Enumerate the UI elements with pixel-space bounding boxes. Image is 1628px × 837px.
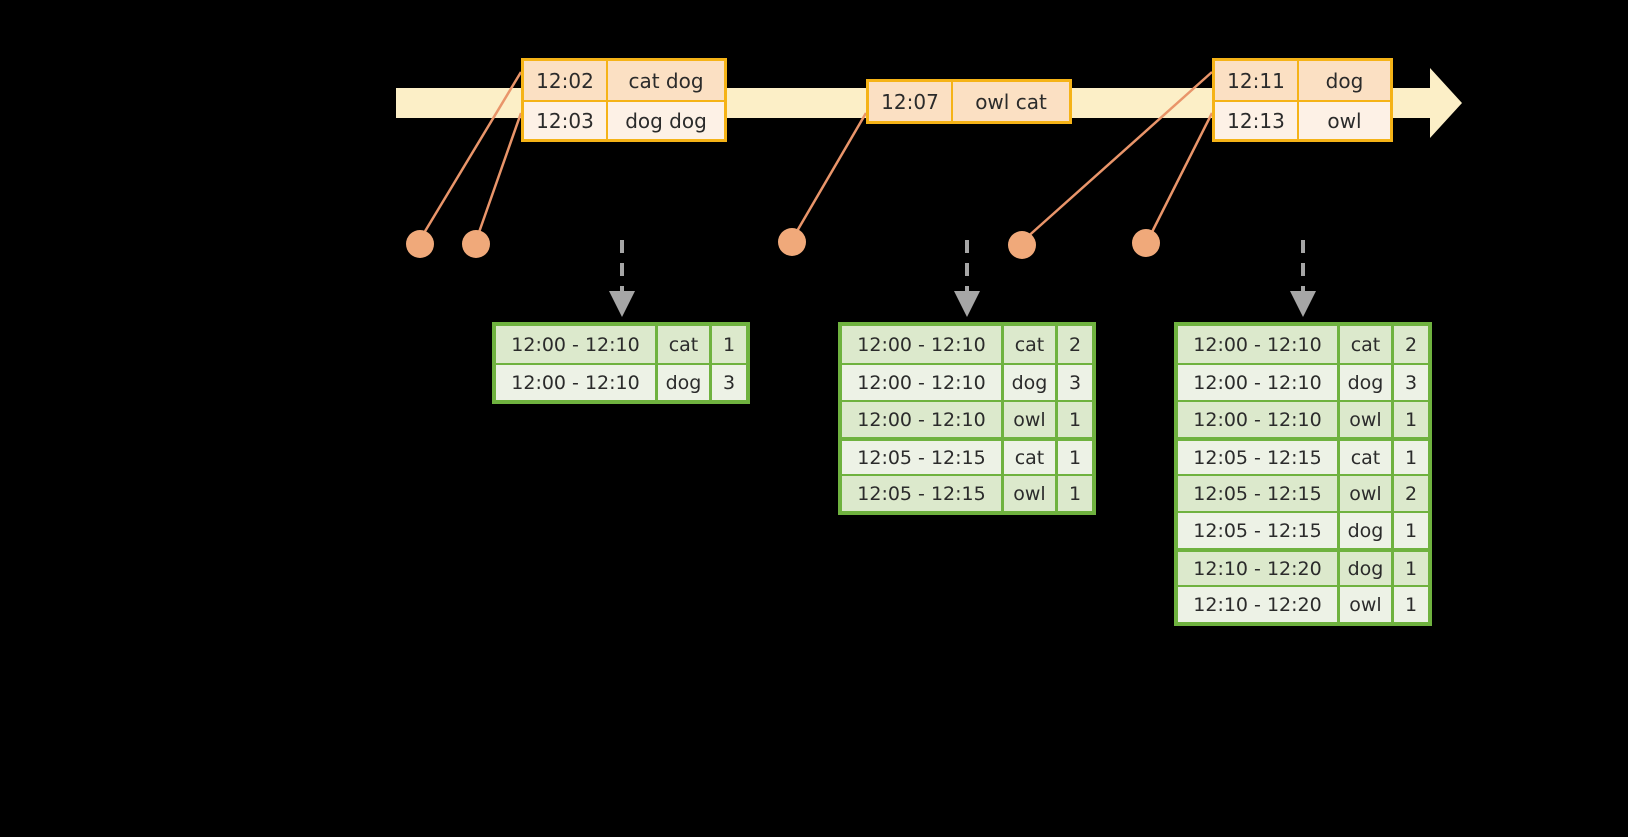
cell-window: 12:05 - 12:15: [842, 441, 1004, 474]
cell-key: cat: [1340, 441, 1394, 474]
cell-key: cat: [658, 326, 712, 363]
cell-count: 2: [1068, 333, 1082, 356]
cell-count: 2: [1404, 333, 1418, 356]
flow-arrow-3: [1290, 240, 1316, 317]
cell-count: 3: [1068, 371, 1082, 394]
cell-window: 12:05 - 12:15: [1178, 441, 1340, 474]
cell-window: 12:00 - 12:10: [842, 365, 1004, 400]
flow-arrow-1: [609, 240, 635, 317]
cell-count: 1: [1404, 557, 1418, 580]
cell-key: owl: [1004, 402, 1058, 437]
cell-key: dog: [1340, 513, 1394, 548]
event-row: 12:07 owl cat: [869, 82, 1069, 121]
cell-window: 12:10 - 12:20: [1178, 552, 1340, 585]
event-row: 12:11 dog: [1215, 61, 1390, 100]
event-time: 12:02: [524, 61, 608, 100]
cell-key: dog: [1340, 365, 1394, 400]
event-time: 12:07: [869, 82, 953, 121]
event-time: 12:13: [1215, 102, 1299, 139]
cell-window: 12:00 - 12:10: [496, 326, 658, 363]
cell-window: 12:00 - 12:10: [1178, 402, 1340, 437]
cell-count: 3: [1404, 371, 1418, 394]
event-text: owl: [1327, 108, 1362, 133]
cell-key: dog: [658, 365, 712, 400]
cell-count: 1: [722, 333, 736, 356]
event-row: 12:13 owl: [1215, 100, 1390, 139]
cell-window: 12:10 - 12:20: [1178, 587, 1340, 622]
cell-count: 1: [1404, 519, 1418, 542]
event-group-2: 12:07 owl cat: [866, 79, 1072, 124]
marker-dot-1: [406, 230, 434, 258]
cell-key: dog: [1004, 365, 1058, 400]
marker-dot-5: [1132, 229, 1160, 257]
event-row: 12:02 cat dog: [524, 61, 724, 100]
cell-count: 1: [1068, 408, 1082, 431]
cell-count: 1: [1068, 446, 1082, 469]
event-text: dog: [1325, 68, 1364, 93]
event-text: cat dog: [628, 68, 704, 93]
cell-count: 2: [1404, 482, 1418, 505]
marker-dot-4: [1008, 231, 1036, 259]
marker-dots: [406, 228, 1160, 259]
event-text: dog dog: [625, 108, 707, 133]
cell-count: 3: [722, 371, 736, 394]
cell-window: 12:05 - 12:15: [1178, 476, 1340, 511]
connector-line-5: [1146, 112, 1214, 241]
cell-key: owl: [1004, 476, 1058, 511]
cell-window: 12:00 - 12:10: [1178, 365, 1340, 400]
connector-line-3: [791, 112, 868, 239]
event-time: 12:03: [524, 102, 608, 139]
connector-line-1: [419, 71, 523, 239]
flow-arrow-2: [954, 240, 980, 317]
cell-key: owl: [1340, 402, 1394, 437]
marker-dot-3: [778, 228, 806, 256]
cell-count: 1: [1404, 593, 1418, 616]
cell-key: cat: [1340, 326, 1394, 363]
cell-window: 12:00 - 12:10: [842, 402, 1004, 437]
cell-window: 12:00 - 12:10: [496, 365, 658, 400]
cell-count: 1: [1404, 408, 1418, 431]
event-group-1: 12:02 cat dog 12:03 dog dog: [521, 58, 727, 142]
cell-key: owl: [1340, 476, 1394, 511]
event-row: 12:03 dog dog: [524, 100, 724, 139]
marker-dot-2: [462, 230, 490, 258]
cell-window: 12:00 - 12:10: [1178, 326, 1340, 363]
cell-count: 1: [1404, 446, 1418, 469]
cell-window: 12:00 - 12:10: [842, 326, 1004, 363]
cell-window: 12:05 - 12:15: [1178, 513, 1340, 548]
event-text: owl cat: [975, 89, 1047, 114]
cell-key: dog: [1340, 552, 1394, 585]
cell-key: cat: [1004, 441, 1058, 474]
cell-window: 12:05 - 12:15: [842, 476, 1004, 511]
event-group-3: 12:11 dog 12:13 owl: [1212, 58, 1393, 142]
flow-arrows: [609, 240, 1316, 317]
connector-line-2: [475, 112, 523, 239]
cell-key: owl: [1340, 587, 1394, 622]
cell-count: 1: [1068, 482, 1082, 505]
cell-key: cat: [1004, 326, 1058, 363]
event-time: 12:11: [1215, 61, 1299, 100]
